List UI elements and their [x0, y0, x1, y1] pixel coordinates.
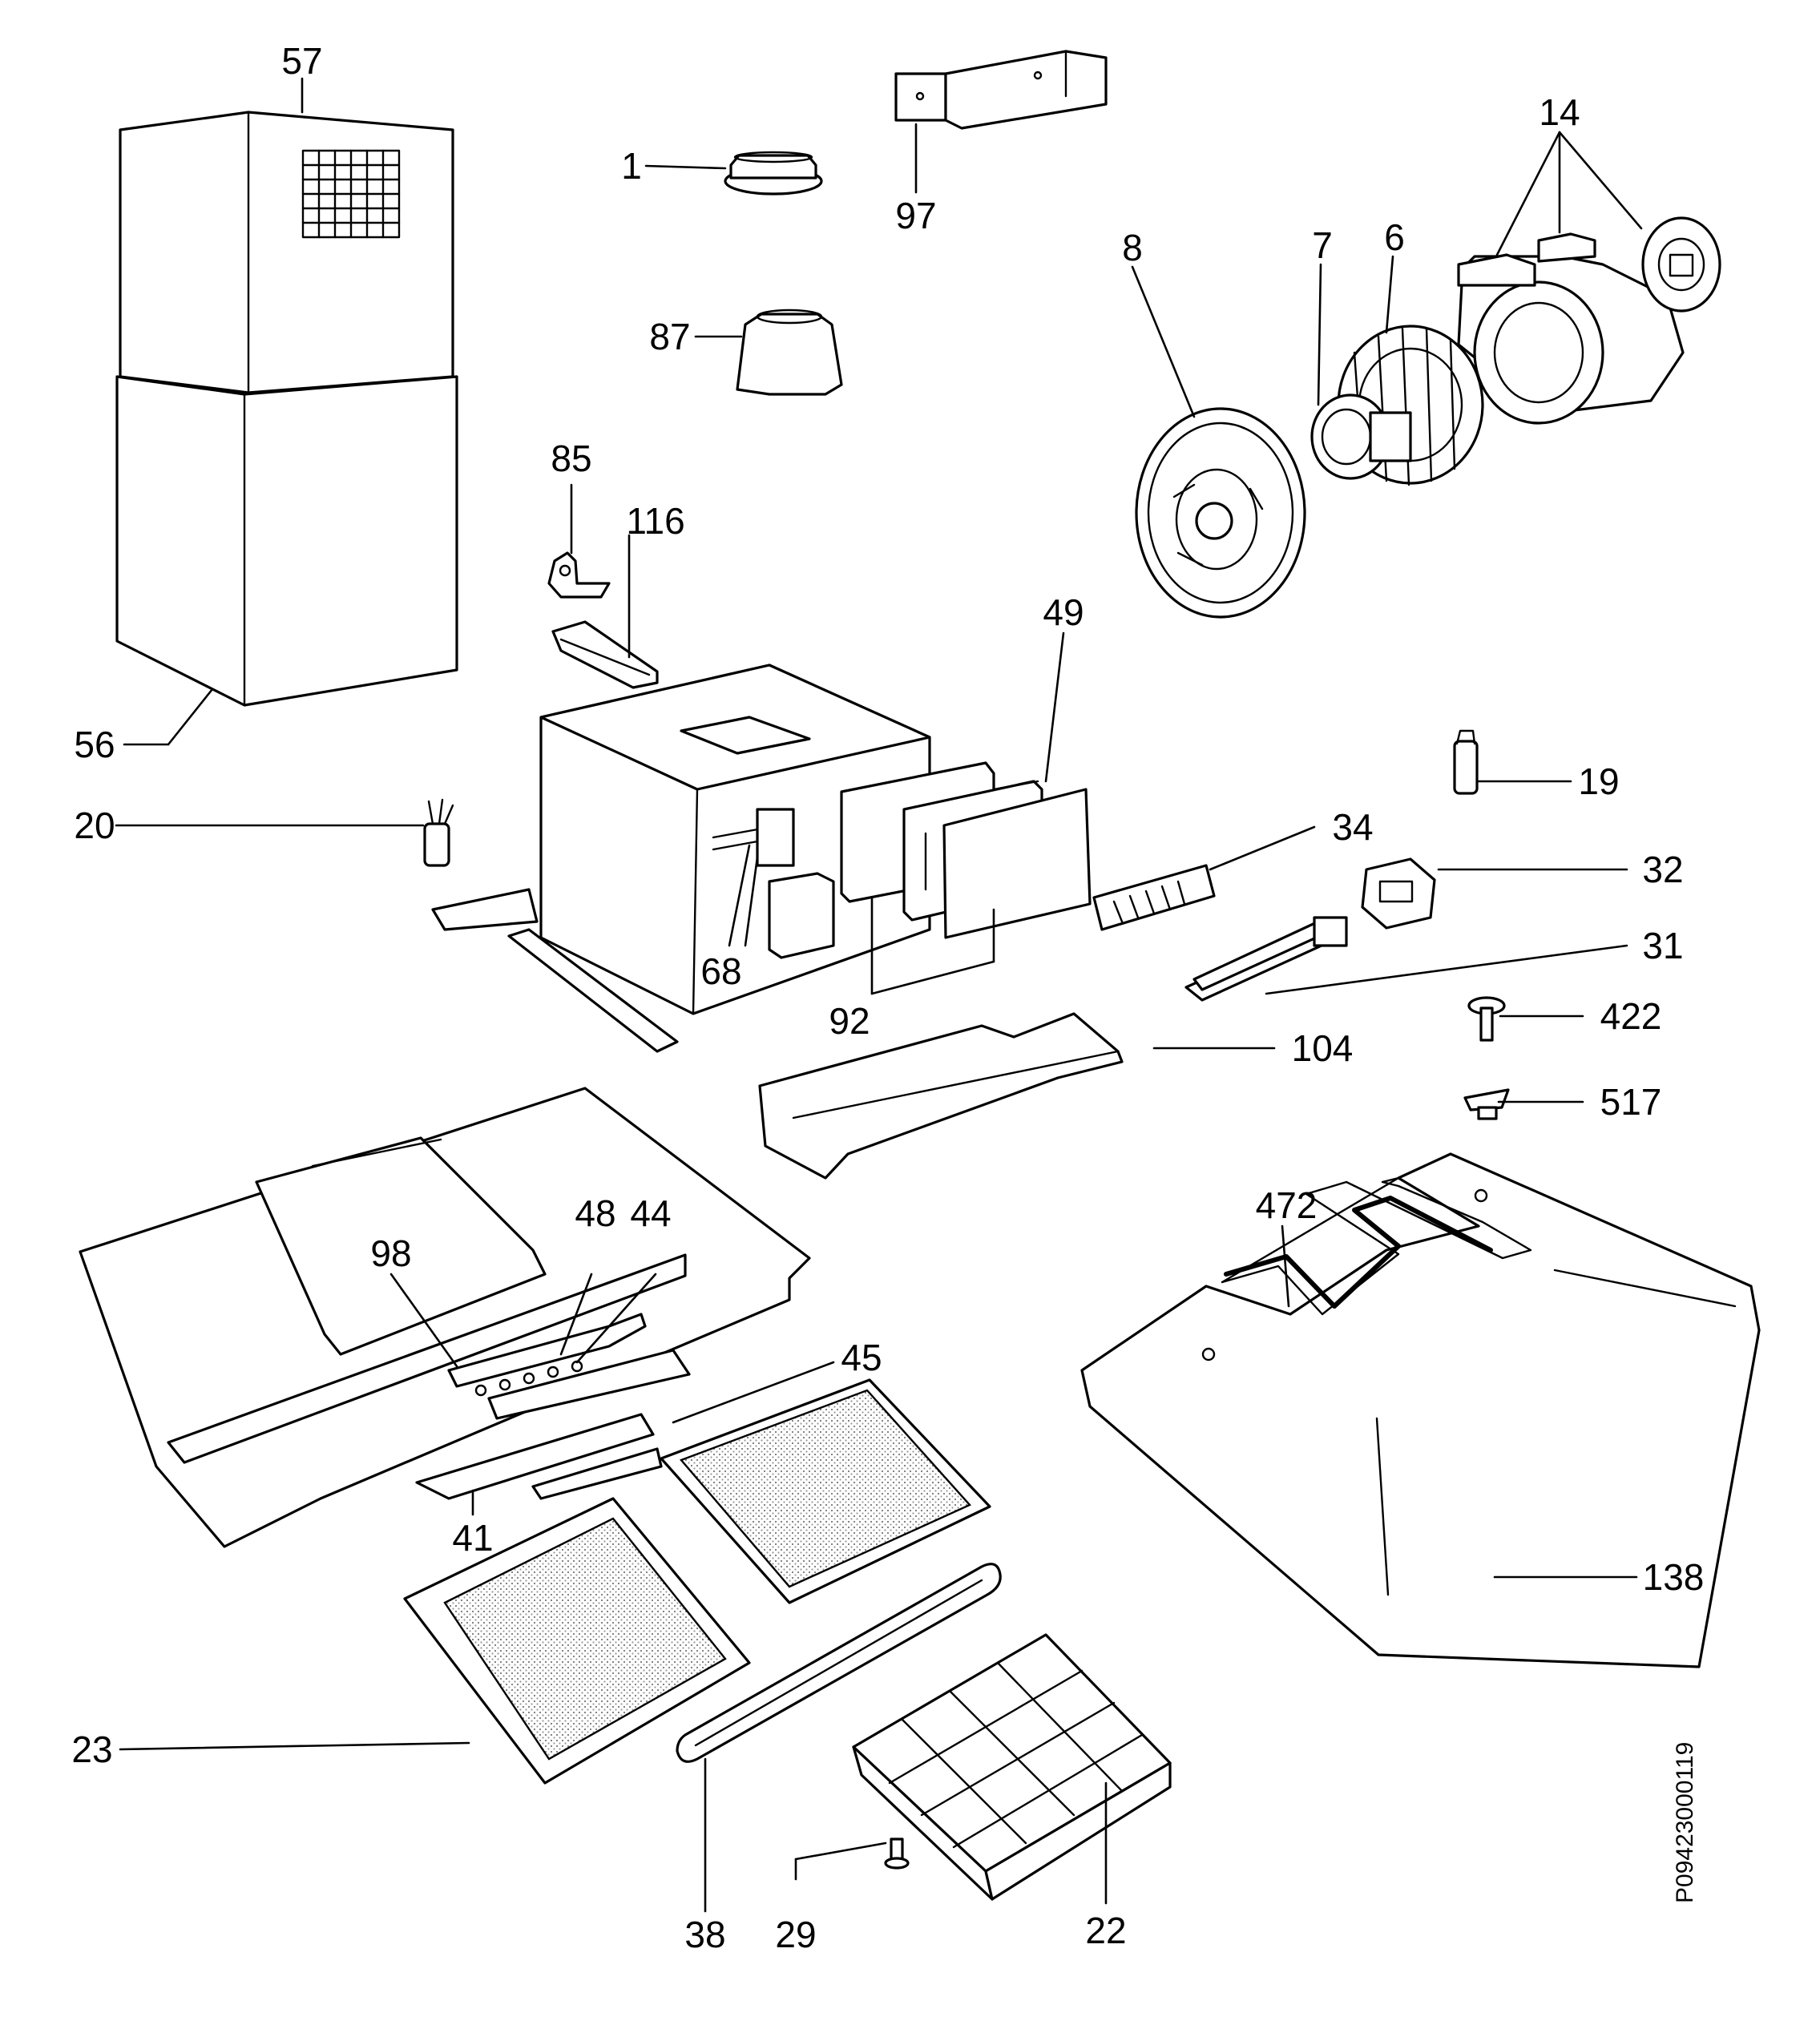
carbon-filter	[852, 1633, 1172, 1901]
control-panel-strip	[415, 1413, 663, 1500]
filter-screw	[884, 1837, 910, 1870]
part-label-98: 98	[370, 1232, 411, 1274]
part-label-20: 20	[74, 805, 115, 846]
control-module	[840, 761, 1092, 939]
screw	[1467, 996, 1506, 1042]
part-label-57: 57	[281, 40, 322, 82]
part-label-34: 34	[1332, 806, 1373, 848]
part-label-29: 29	[775, 1914, 816, 1955]
part-label-87: 87	[649, 316, 690, 357]
chimney-cover-upper	[119, 111, 454, 394]
capacitor	[423, 798, 454, 867]
terminal-block	[712, 808, 835, 959]
part-label-44: 44	[630, 1192, 671, 1234]
part-label-97: 97	[895, 195, 936, 236]
part-label-56: 56	[74, 724, 115, 765]
part-label-14: 14	[1539, 91, 1580, 133]
lamp-cover	[758, 1012, 1124, 1180]
canopy-glass	[1080, 1152, 1761, 1668]
fan-motor	[1310, 393, 1412, 480]
part-label-38: 38	[684, 1914, 725, 1955]
document-id: P09423000119	[1672, 1742, 1698, 1903]
connector-cap	[736, 309, 843, 396]
part-label-116: 116	[626, 500, 684, 542]
part-label-68: 68	[700, 950, 741, 992]
part-label-6: 6	[1384, 216, 1405, 258]
part-label-138: 138	[1643, 1556, 1705, 1598]
part-label-48: 48	[575, 1192, 615, 1234]
grease-filter-right	[660, 1378, 991, 1604]
part-label-45: 45	[841, 1337, 882, 1378]
part-label-31: 31	[1642, 925, 1683, 966]
part-label-8: 8	[1122, 227, 1143, 268]
part-label-41: 41	[452, 1517, 493, 1559]
glass-seal	[1224, 1196, 1493, 1309]
slide-rail-bracket	[551, 620, 659, 689]
part-label-49: 49	[1043, 591, 1084, 633]
clip	[1463, 1088, 1510, 1120]
vent-grille	[301, 149, 401, 239]
part-label-104: 104	[1292, 1027, 1354, 1069]
part-label-19: 19	[1578, 760, 1619, 802]
control-buttons	[474, 1360, 583, 1397]
part-label-22: 22	[1085, 1910, 1126, 1951]
part-label-32: 32	[1642, 849, 1683, 890]
fan-housing	[1457, 216, 1721, 425]
lamp-socket	[1361, 857, 1436, 930]
part-label-7: 7	[1312, 224, 1333, 266]
filter-gasket	[676, 1563, 1002, 1763]
part-label-422: 422	[1600, 995, 1662, 1037]
hood-canopy	[79, 1087, 811, 1548]
part-label-92: 92	[829, 1000, 870, 1042]
fluorescent-tube	[1184, 916, 1348, 1002]
grease-filter-left	[403, 1497, 751, 1785]
part-label-472: 472	[1256, 1184, 1318, 1226]
chimney-cover-lower	[115, 375, 458, 707]
mounting-bracket	[894, 50, 1108, 130]
leader-lines	[115, 77, 1643, 1913]
clip-bracket	[547, 551, 611, 599]
part-label-517: 517	[1600, 1081, 1662, 1123]
part-label-1: 1	[621, 145, 642, 187]
part-labels: 57 56 1 97 87 14 8 7 6 85 116 49 20 19 3…	[71, 40, 1704, 1955]
part-label-23: 23	[71, 1729, 112, 1770]
outlet-flange	[724, 151, 823, 196]
part-label-85: 85	[551, 438, 591, 479]
lamp-starter	[1453, 729, 1479, 795]
lamp-holder	[1092, 864, 1216, 931]
motor-mounting-plate	[1135, 407, 1306, 619]
